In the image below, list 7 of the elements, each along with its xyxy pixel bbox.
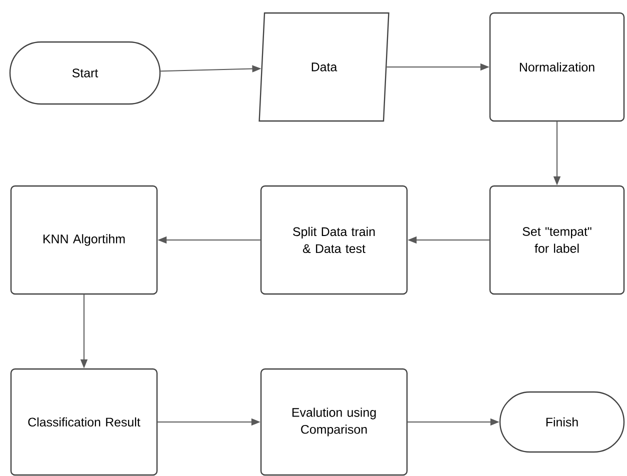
process-box: Split Data train & Data test bbox=[260, 185, 408, 295]
process-box: Normalization bbox=[489, 12, 625, 122]
process-box: Evalution using Comparison bbox=[260, 368, 408, 476]
process-box: Classification Result bbox=[10, 368, 158, 476]
process-box: Set "tempat" for label bbox=[489, 185, 625, 295]
data-parallelogram: Data bbox=[258, 12, 390, 122]
process-box: KNN Algortihm bbox=[10, 185, 158, 295]
